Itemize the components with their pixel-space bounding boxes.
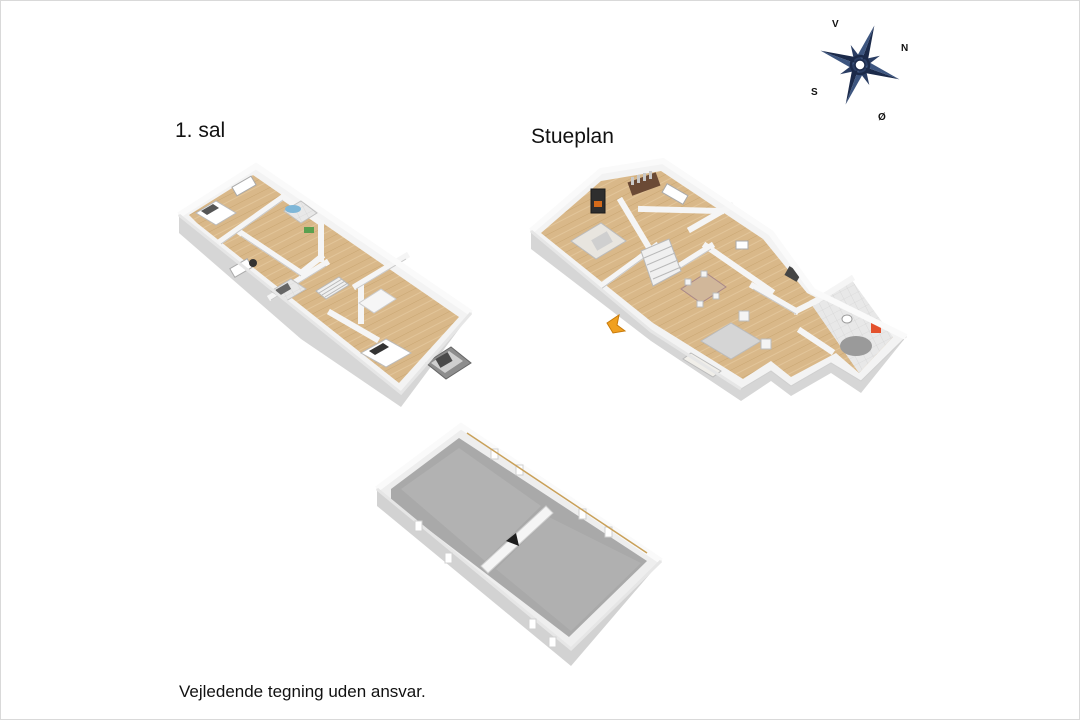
disclaimer-text: Vejledende tegning uden ansvar.: [179, 682, 426, 701]
compass-south-label: S: [811, 87, 818, 98]
floor-plan-ground-floor: [529, 157, 908, 401]
floor-plan-basement: [375, 422, 663, 666]
compass-north-label: N: [901, 43, 908, 54]
compass-west-label: V: [832, 19, 839, 30]
compass-east-label: Ø: [878, 112, 886, 123]
floor-title-first-floor: 1. sal: [175, 119, 226, 142]
floor-plan-first-floor: [177, 162, 473, 407]
entrance-arrow-icon: [606, 313, 627, 334]
compass-rose-icon: V N S Ø: [811, 19, 908, 123]
floor-title-ground-floor: Stueplan: [531, 125, 614, 148]
